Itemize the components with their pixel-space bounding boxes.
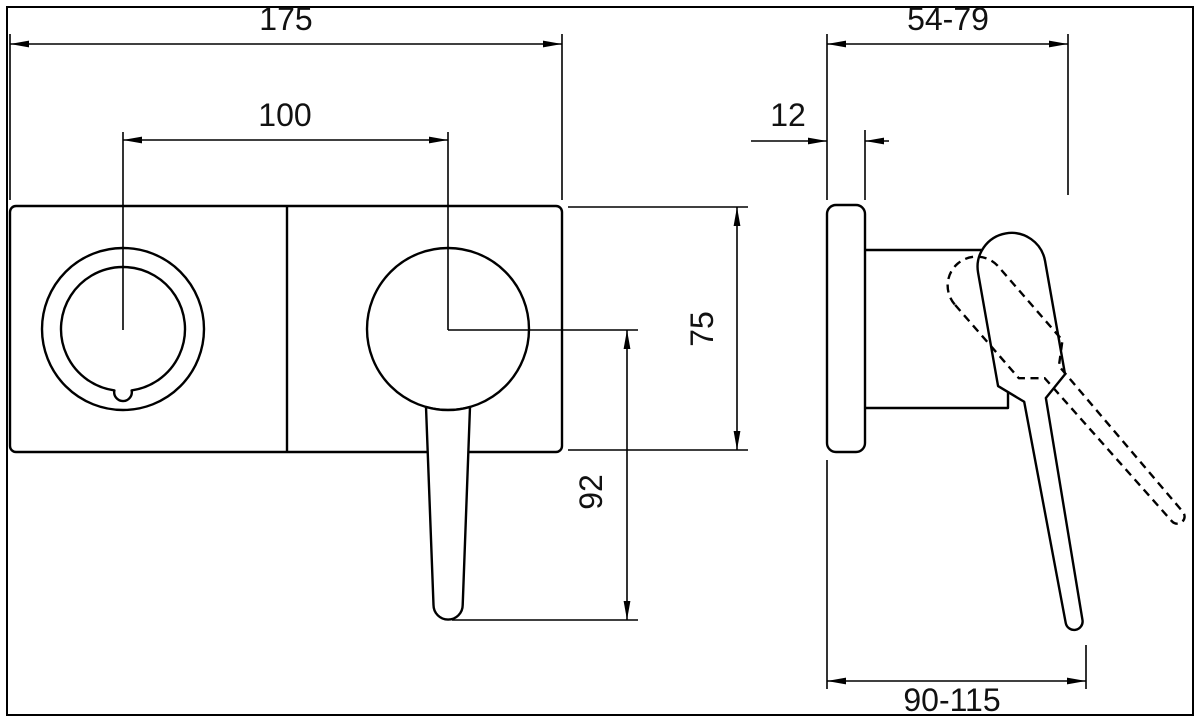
dim-depth-range: 54-79 [826, 1, 1069, 200]
dim-hole-spacing-label: 100 [258, 97, 311, 133]
lever-handle-rotated-shape [946, 255, 1186, 525]
lever-handle-front [424, 405, 472, 621]
drawing-border [6, 6, 1194, 716]
dim-reach-range: 90-115 [826, 460, 1087, 718]
dim-depth-range-label: 54-79 [907, 1, 989, 37]
dim-total-width-label: 175 [259, 1, 312, 37]
dim-handle-length: 92 [448, 329, 638, 621]
dim-total-width: 175 [9, 1, 563, 200]
dim-plate-height: 75 [568, 206, 748, 451]
dim-plate-thickness-label: 12 [770, 97, 806, 133]
dim-reach-range-label: 90-115 [903, 682, 1000, 718]
lever-handle-side [976, 231, 1084, 632]
front-view [8, 204, 564, 621]
dim-plate-thickness: 12 [751, 97, 889, 200]
dim-hole-spacing: 100 [122, 97, 449, 330]
left-trim-detail [59, 265, 187, 403]
side-view [825, 203, 1186, 632]
lever-handle-side-shape [976, 231, 1084, 632]
dim-plate-height-label: 75 [684, 311, 720, 347]
wall-plate-side [825, 203, 867, 454]
lever-handle-side-rotated [946, 255, 1186, 525]
dim-handle-length-label: 92 [573, 474, 609, 510]
